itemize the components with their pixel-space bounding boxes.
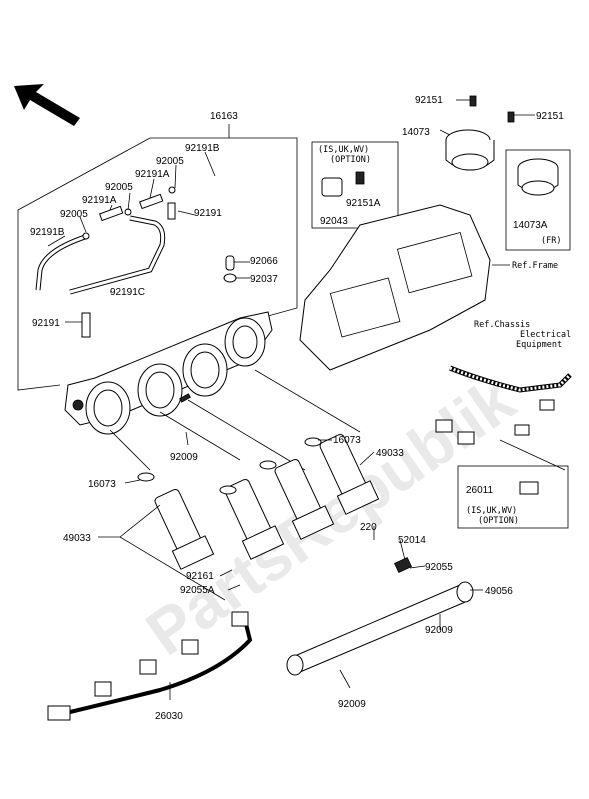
label-92151-right: 92151: [536, 111, 564, 122]
label-92043: 92043: [320, 216, 348, 227]
fuel-rail: [286, 556, 474, 676]
leader-lines: [47, 99, 566, 700]
injector-harness: [47, 611, 253, 721]
option-box-26011: [457, 465, 569, 529]
label-92037: 92037: [250, 274, 278, 285]
label-14073: 14073: [402, 127, 430, 138]
option-top-line2: (OPTION): [330, 155, 371, 165]
option-bottom-line2: (OPTION): [478, 516, 519, 526]
rubber-cap: [311, 141, 399, 229]
label-fr: (FR): [541, 236, 561, 246]
label-92055: 92055: [425, 562, 453, 573]
label-16163: 16163: [210, 111, 238, 122]
label-26030: 26030: [155, 711, 183, 722]
label-52014: 52014: [398, 535, 426, 546]
label-16073-left: 16073: [88, 479, 116, 490]
fuel-cap-fr: [505, 149, 571, 251]
injectors: [137, 433, 380, 570]
label-14073a: 14073A: [513, 220, 548, 231]
throttle-body: [64, 311, 273, 435]
label-49033-right: 49033: [376, 448, 404, 459]
label-92151a: 92151A: [346, 198, 381, 209]
label-ref-chassis-1: Ref.Chassis: [474, 320, 530, 330]
frame-outline: [299, 204, 491, 371]
label-92191c: 92191C: [110, 287, 145, 298]
label-92191b-top: 92191B: [185, 143, 220, 154]
label-92191a-b: 92191A: [82, 195, 117, 206]
label-16073-right: 16073: [333, 435, 361, 446]
fuel-cap: [445, 95, 515, 171]
label-49033-left: 49033: [63, 533, 91, 544]
vacuum-hoses: [35, 175, 237, 338]
label-ref-chassis-3: Equipment: [516, 340, 562, 350]
label-92066: 92066: [250, 256, 278, 267]
chassis-harness: [435, 365, 572, 445]
label-92161: 92161: [186, 571, 214, 582]
label-92055a: 92055A: [180, 585, 215, 596]
label-92191: 92191: [194, 208, 222, 219]
label-26011: 26011: [466, 485, 494, 496]
label-92151-left: 92151: [415, 95, 443, 106]
label-92191a-a: 92191A: [135, 169, 170, 180]
label-92009-right: 92009: [425, 625, 453, 636]
label-92009-mid: 92009: [170, 452, 198, 463]
option-bottom-line1: (IS,UK,WV): [466, 506, 517, 516]
bracket-16163: [150, 137, 298, 317]
label-92005-a: 92005: [156, 156, 184, 167]
label-92005-b: 92005: [105, 182, 133, 193]
label-92191-left: 92191: [32, 318, 60, 329]
label-ref-frame: Ref.Frame: [512, 261, 558, 271]
label-92005-c: 92005: [60, 209, 88, 220]
direction-arrow-icon: [14, 84, 80, 126]
option-top-line1: (IS,UK,WV): [318, 145, 369, 155]
label-220: 220: [360, 522, 377, 533]
label-49056: 49056: [485, 586, 513, 597]
label-ref-chassis-2: Electrical: [520, 330, 571, 340]
label-92191b-left: 92191B: [30, 227, 65, 238]
label-92009-bottom: 92009: [338, 699, 366, 710]
